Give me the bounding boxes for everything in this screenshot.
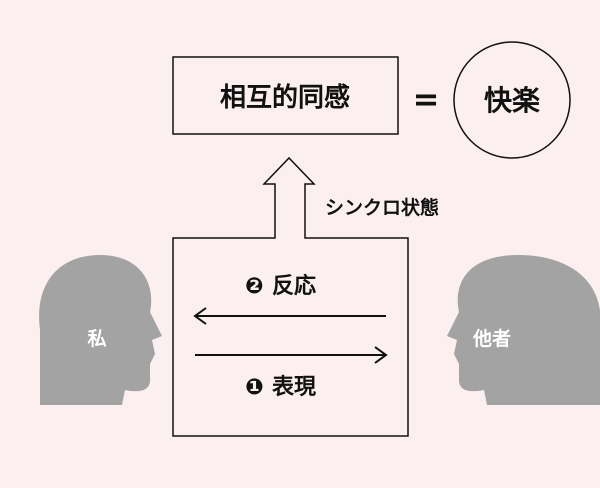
- sync-state-label: シンクロ状態: [325, 196, 439, 219]
- other-head-silhouette: [447, 255, 600, 405]
- mutual-sympathy-box: [172, 56, 399, 135]
- self-label: 私: [87, 328, 106, 350]
- pleasure-circle: [453, 41, 571, 159]
- mutual-sympathy-label: 相互的同感: [220, 82, 350, 113]
- pleasure-label: 快楽: [484, 84, 540, 117]
- left-arrow: [193, 307, 386, 325]
- self-head-silhouette: [39, 255, 162, 405]
- right-arrow: [195, 346, 388, 364]
- expression-number: ❶: [245, 375, 264, 400]
- expression-label: 表現: [272, 375, 316, 400]
- sync-box-with-up-arrow: [172, 156, 409, 437]
- equals-sign: =: [413, 80, 440, 118]
- other-label: 他者: [472, 327, 511, 350]
- reaction-label: 反応: [272, 273, 316, 299]
- reaction-number: ❷: [245, 274, 264, 299]
